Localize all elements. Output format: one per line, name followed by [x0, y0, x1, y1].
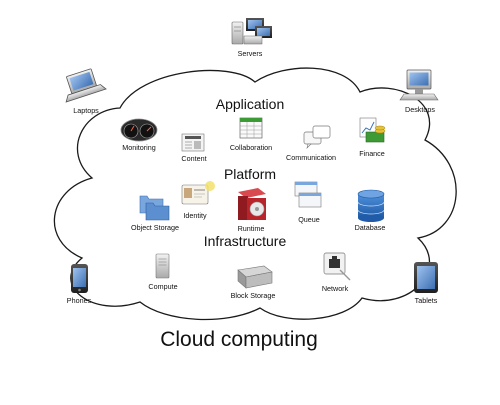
gauge-icon — [120, 118, 158, 142]
communication-label: Communication — [286, 153, 336, 162]
finance-label: Finance — [359, 149, 385, 158]
folder-icon — [139, 195, 170, 221]
monitoring-label: Monitoring — [122, 143, 156, 152]
id-card-icon — [181, 181, 215, 205]
queue-label: Queue — [298, 215, 320, 224]
object-storage-label: Object Storage — [131, 223, 179, 232]
platform-heading: Platform — [224, 166, 276, 182]
installer-box-icon — [238, 188, 266, 220]
application-heading: Application — [216, 96, 285, 112]
laptop-icon — [65, 68, 107, 103]
identity-label: Identity — [183, 211, 207, 220]
tablet-icon — [414, 262, 438, 293]
database-cylinder-icon — [357, 189, 385, 222]
network-jack-icon — [323, 252, 351, 281]
spreadsheet-icon — [239, 117, 263, 139]
block-storage-label: Block Storage — [231, 291, 276, 300]
money-chart-icon — [359, 117, 386, 143]
network-label: Network — [322, 284, 349, 293]
servers-label: Servers — [238, 49, 263, 58]
servers-icon — [231, 18, 272, 45]
compute-label: Compute — [148, 282, 177, 291]
content-label: Content — [181, 154, 206, 163]
newspaper-icon — [181, 133, 205, 152]
database-label: Database — [355, 223, 386, 232]
diagram-title: Cloud computing — [160, 328, 318, 351]
collaboration-label: Collaboration — [230, 143, 272, 152]
infrastructure-heading: Infrastructure — [204, 233, 287, 249]
window-stack-icon — [294, 181, 322, 208]
runtime-label: Runtime — [238, 224, 265, 233]
laptops-label: Laptops — [73, 106, 99, 115]
server-tower-icon — [155, 253, 170, 279]
speech-bubbles-icon — [303, 125, 331, 149]
cloud-outline — [53, 67, 457, 321]
phones-label: Phones — [67, 296, 92, 305]
hard-drive-icon — [237, 265, 273, 289]
desktop-icon — [399, 69, 439, 101]
tablets-label: Tablets — [415, 296, 438, 305]
phone-icon — [71, 264, 88, 293]
desktops-label: Desktops — [405, 105, 435, 114]
